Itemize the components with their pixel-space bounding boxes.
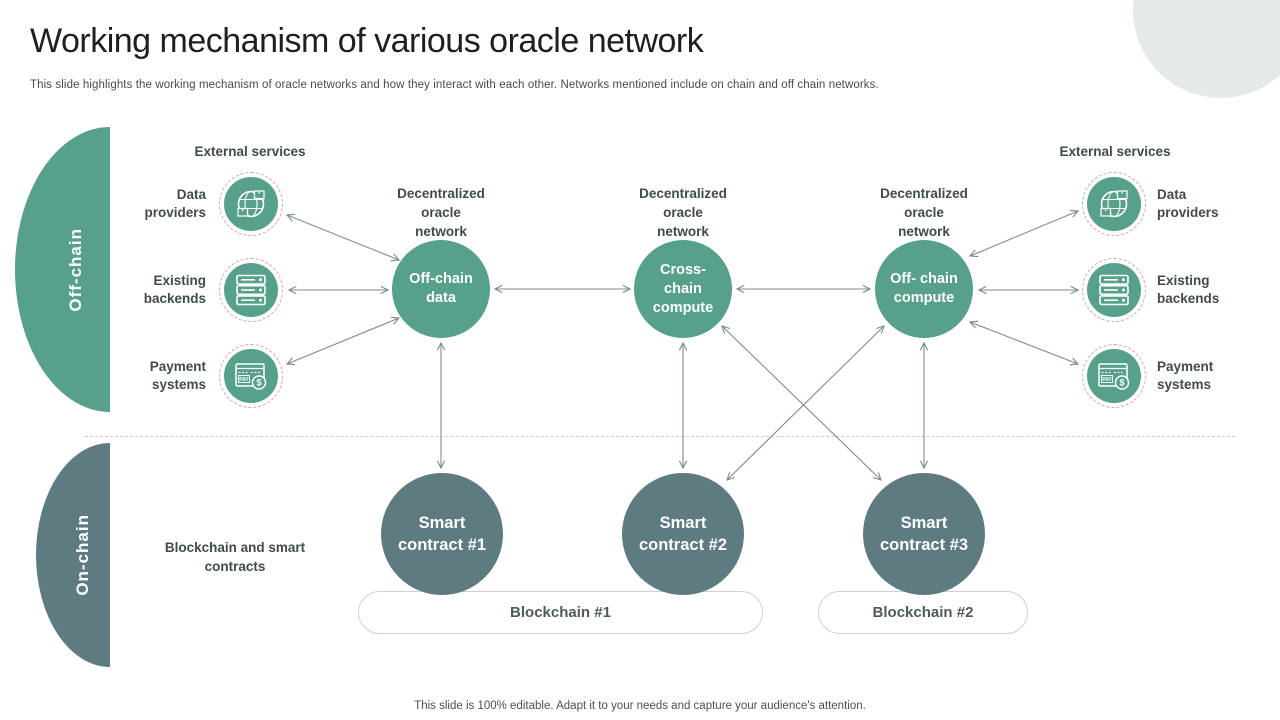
payment-systems-badge-left: PAY $ bbox=[219, 344, 283, 408]
data-providers-badge-left bbox=[219, 172, 283, 236]
cross-chain-compute-node: Cross- chain compute bbox=[634, 240, 732, 338]
page-title: Working mechanism of various oracle netw… bbox=[30, 22, 704, 60]
on-chain-band: On-chain bbox=[36, 443, 110, 667]
data-providers-label-left: Data providers bbox=[144, 187, 206, 220]
existing-backends-badge-left bbox=[219, 258, 283, 322]
external-services-header-right: External services bbox=[1059, 144, 1171, 159]
svg-text:PAY: PAY bbox=[239, 377, 249, 383]
smart-contract-2-node: Smart contract #2 bbox=[622, 473, 744, 595]
svg-text:$: $ bbox=[1119, 378, 1124, 388]
smart-contract-3-node: Smart contract #3 bbox=[863, 473, 985, 595]
svg-text:PAY: PAY bbox=[1102, 377, 1112, 383]
payment-systems-badge-right: PAY $ bbox=[1082, 344, 1146, 408]
server-stack-icon bbox=[1087, 263, 1141, 317]
payment-card-icon: PAY $ bbox=[1087, 349, 1141, 403]
data-providers-label-right: Data providers bbox=[1157, 187, 1219, 220]
smart-contract-1-node: Smart contract #1 bbox=[381, 473, 503, 595]
globe-data-icon bbox=[1087, 177, 1141, 231]
data-providers-badge-right bbox=[1082, 172, 1146, 236]
slide-subtitle: This slide highlights the working mechan… bbox=[30, 79, 879, 91]
chain-boundary-divider bbox=[85, 436, 1235, 437]
payment-card-icon: PAY $ bbox=[224, 349, 278, 403]
payment-systems-label-right: Payment systems bbox=[1157, 359, 1214, 392]
svg-text:$: $ bbox=[256, 378, 261, 388]
decorative-corner-circle bbox=[1133, 0, 1280, 98]
blockchain-1-pill: Blockchain #1 bbox=[358, 591, 763, 634]
oracle-network-caption-1: Decentralized oracle network bbox=[397, 186, 485, 239]
globe-data-icon bbox=[224, 177, 278, 231]
off-chain-data-node: Off-chain data bbox=[392, 240, 490, 338]
slide-footer-note: This slide is 100% editable. Adapt it to… bbox=[414, 700, 866, 712]
payment-systems-label-left: Payment systems bbox=[149, 359, 206, 392]
oracle-network-caption-2: Decentralized oracle network bbox=[639, 186, 727, 239]
blockchain-2-pill: Blockchain #2 bbox=[818, 591, 1028, 634]
external-services-header-left: External services bbox=[194, 144, 306, 159]
off-chain-compute-node: Off- chain compute bbox=[875, 240, 973, 338]
existing-backends-label-right: Existing backends bbox=[1157, 273, 1220, 306]
blockchain-smart-contracts-label: Blockchain and smart contracts bbox=[164, 540, 306, 574]
oracle-network-caption-3: Decentralized oracle network bbox=[880, 186, 968, 239]
existing-backends-label-left: Existing backends bbox=[143, 273, 206, 306]
server-stack-icon bbox=[224, 263, 278, 317]
on-chain-band-label: On-chain bbox=[73, 514, 92, 596]
existing-backends-badge-right bbox=[1082, 258, 1146, 322]
